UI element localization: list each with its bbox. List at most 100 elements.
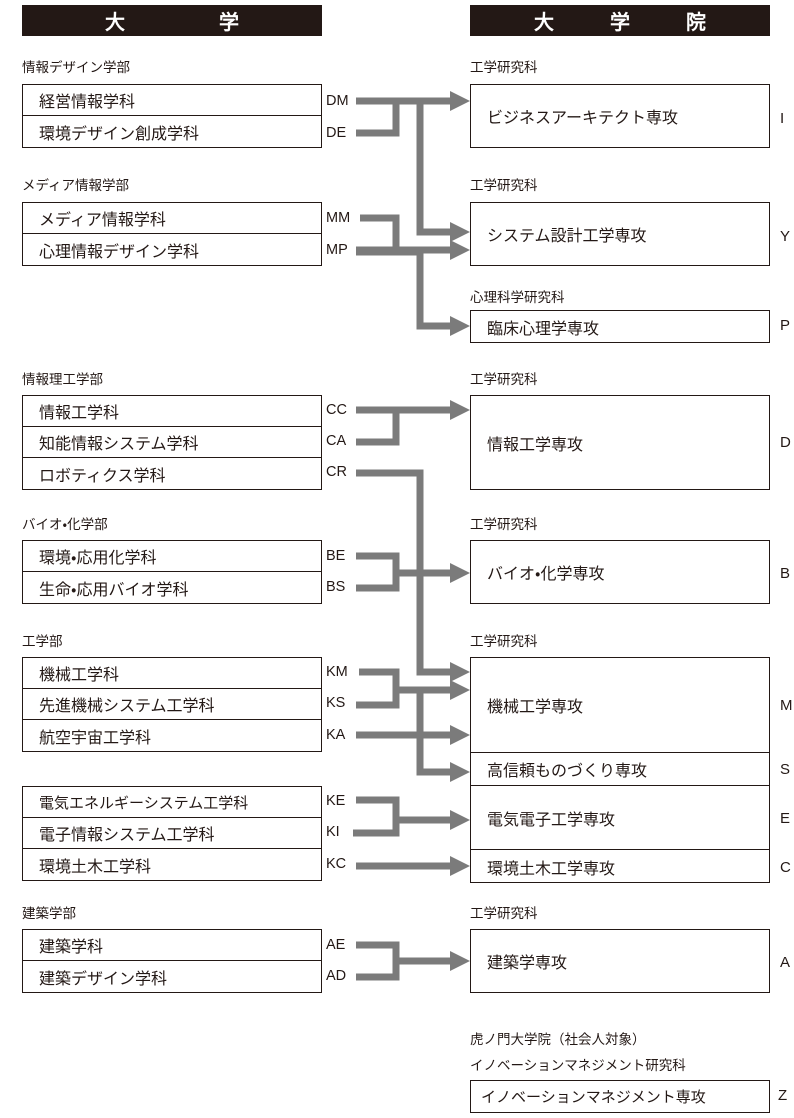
department-row[interactable]: 建築デザイン学科: [39, 970, 168, 988]
faculty-box-design: 経営情報学科 環境デザイン創成学科: [22, 84, 322, 148]
department-code: AD: [326, 968, 347, 984]
department-row[interactable]: 機械工学科: [23, 658, 321, 689]
department-row[interactable]: 生命・応用バイオ学科: [39, 581, 189, 599]
wire-ke: [356, 796, 455, 824]
university-header: 大 学: [22, 5, 322, 36]
department-row[interactable]: ロボティクス学科: [39, 467, 166, 485]
department-code: MM: [326, 210, 351, 226]
arrowhead-icon: [450, 400, 470, 420]
department-code: BS: [326, 579, 346, 595]
faculty-box-media: メディア情報学科 心理情報デザイン学科: [22, 202, 322, 266]
program-code: D: [780, 434, 791, 451]
department-code: DM: [326, 93, 349, 109]
arrowhead-icon: [450, 810, 470, 830]
program-row[interactable]: 電気電子工学専攻: [471, 786, 769, 850]
wire-km: [359, 668, 455, 694]
department-row[interactable]: 先進機械システム工学科: [23, 689, 321, 720]
wire-km-ks-to-s: [416, 690, 455, 776]
program-row[interactable]: 情報工学専攻: [487, 436, 584, 454]
faculty-caption-design: 情報デザイン学部: [22, 60, 130, 75]
department-row[interactable]: 環境デザイン創成学科: [39, 125, 200, 143]
graduate-header: 大 学 院: [470, 5, 770, 36]
program-row[interactable]: 臨床心理学専攻: [487, 320, 600, 338]
department-row[interactable]: 環境土木工学科: [39, 858, 152, 876]
wire-cr: [356, 469, 455, 676]
arrowhead-icon: [450, 951, 470, 971]
wire-de: [356, 101, 400, 137]
department-row[interactable]: メディア情報学科: [23, 203, 321, 234]
wire-bs: [356, 573, 400, 592]
department-row[interactable]: 電気エネルギーシステム工学科: [23, 787, 321, 818]
department-code: CA: [326, 433, 347, 449]
program-row[interactable]: ビジネスアーキテクト専攻: [487, 110, 679, 127]
faculty-caption-architecture: 建築学部: [22, 906, 76, 921]
program-row[interactable]: 機械工学専攻: [471, 658, 769, 753]
toranomon-caption: 虎ノ門大学院（社会人対象）: [470, 1032, 646, 1047]
arrowhead-icon: [450, 856, 470, 876]
program-code: Z: [778, 1087, 788, 1104]
wire-ae: [356, 941, 455, 965]
faculty-caption-biochem: バイオ・化学部: [22, 517, 108, 532]
graduate-box-architecture: 建築学専攻: [470, 929, 770, 993]
arrowhead-icon: [450, 316, 470, 336]
department-code: BE: [326, 548, 346, 564]
graduate-box-infoeng: 情報工学専攻: [470, 395, 770, 490]
wire-design-to-system: [416, 101, 455, 236]
division-caption: 工学研究科: [470, 178, 538, 193]
program-code: B: [780, 565, 791, 582]
department-code: CR: [326, 464, 347, 480]
arrowhead-icon: [450, 91, 470, 111]
department-row[interactable]: 航空宇宙工学科: [39, 729, 152, 747]
wire-ca: [356, 410, 400, 446]
program-row[interactable]: 建築学専攻: [487, 955, 568, 972]
division-caption: 工学研究科: [470, 634, 538, 649]
wire-ks: [356, 690, 400, 709]
graduate-box-system: システム設計工学専攻: [470, 202, 770, 266]
program-code: S: [780, 761, 791, 778]
arrowhead-icon: [450, 563, 470, 583]
department-code: KA: [326, 727, 346, 743]
division-caption: 工学研究科: [470, 60, 538, 75]
department-code: KC: [326, 856, 347, 872]
department-code: MP: [326, 242, 348, 258]
department-row[interactable]: 建築学科: [23, 930, 321, 961]
department-code: KS: [326, 695, 346, 711]
department-code: DE: [326, 125, 347, 141]
program-row[interactable]: 高信頼ものづくり専攻: [471, 753, 769, 786]
arrowhead-icon: [450, 680, 470, 700]
department-row[interactable]: 心理情報デザイン学科: [39, 243, 200, 261]
wire-mp-psych: [356, 248, 455, 330]
wire-mm: [360, 214, 455, 254]
program-code: C: [780, 859, 791, 876]
graduate-box-biochem: バイオ・化学専攻: [470, 540, 770, 604]
department-code: KM: [326, 664, 348, 680]
division-caption: 工学研究科: [470, 517, 538, 532]
graduate-box-engineering: 機械工学専攻 高信頼ものづくり専攻 電気電子工学専攻 環境土木工学専攻: [470, 657, 770, 883]
program-code: A: [780, 954, 791, 971]
program-code: M: [780, 697, 793, 714]
division-caption: 工学研究科: [470, 372, 538, 387]
program-row[interactable]: バイオ・化学専攻: [487, 566, 605, 583]
program-code: Y: [780, 228, 791, 245]
arrowhead-icon: [450, 762, 470, 782]
program-row[interactable]: 環境土木工学専攻: [487, 860, 616, 878]
department-code: KE: [326, 793, 346, 809]
department-row[interactable]: 電子情報システム工学科: [23, 818, 321, 849]
wire-ad: [356, 961, 400, 981]
arrowhead-icon: [450, 222, 470, 242]
program-row[interactable]: イノベーションマネジメント専攻: [481, 1089, 706, 1106]
faculty-caption-media: メディア情報学部: [22, 178, 130, 193]
program-row[interactable]: システム設計工学専攻: [487, 228, 647, 245]
department-code: KI: [326, 824, 340, 840]
faculty-box-architecture: 建築学科 建築デザイン学科: [22, 929, 322, 993]
department-row[interactable]: 情報工学科: [23, 396, 321, 427]
program-code: E: [780, 810, 791, 827]
toranomon-subcaption: イノベーションマネジメント研究科: [470, 1058, 686, 1073]
department-row[interactable]: 経営情報学科: [23, 85, 321, 116]
department-row[interactable]: 知能情報システム学科: [23, 427, 321, 458]
arrowhead-icon: [450, 240, 470, 260]
department-row[interactable]: 環境・応用化学科: [23, 541, 321, 572]
faculty-box-engineering-mech: 機械工学科 先進機械システム工学科 航空宇宙工学科: [22, 657, 322, 752]
division-caption: 心理科学研究科: [470, 290, 565, 305]
